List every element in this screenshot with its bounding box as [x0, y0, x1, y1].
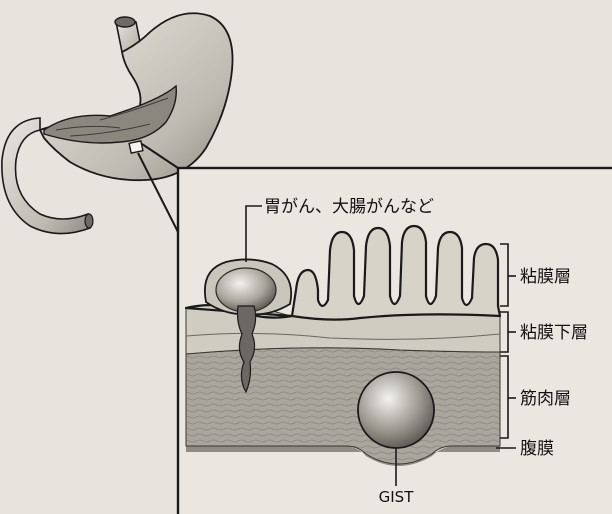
duodenum-end — [85, 214, 93, 228]
label-muscle: 筋肉層 — [520, 389, 571, 409]
label-submucosa: 粘膜下層 — [520, 323, 588, 343]
label-cancer: 胃がん、大腸がんなど — [264, 197, 434, 217]
label-mucosa: 粘膜層 — [520, 267, 571, 287]
label-serosa: 腹膜 — [520, 439, 554, 459]
tissue-cross-section — [186, 226, 500, 466]
detail-marker-box — [129, 141, 143, 153]
label-gist: GIST — [379, 488, 415, 506]
esophagus-opening — [115, 17, 135, 27]
gist-tumor — [358, 372, 434, 448]
